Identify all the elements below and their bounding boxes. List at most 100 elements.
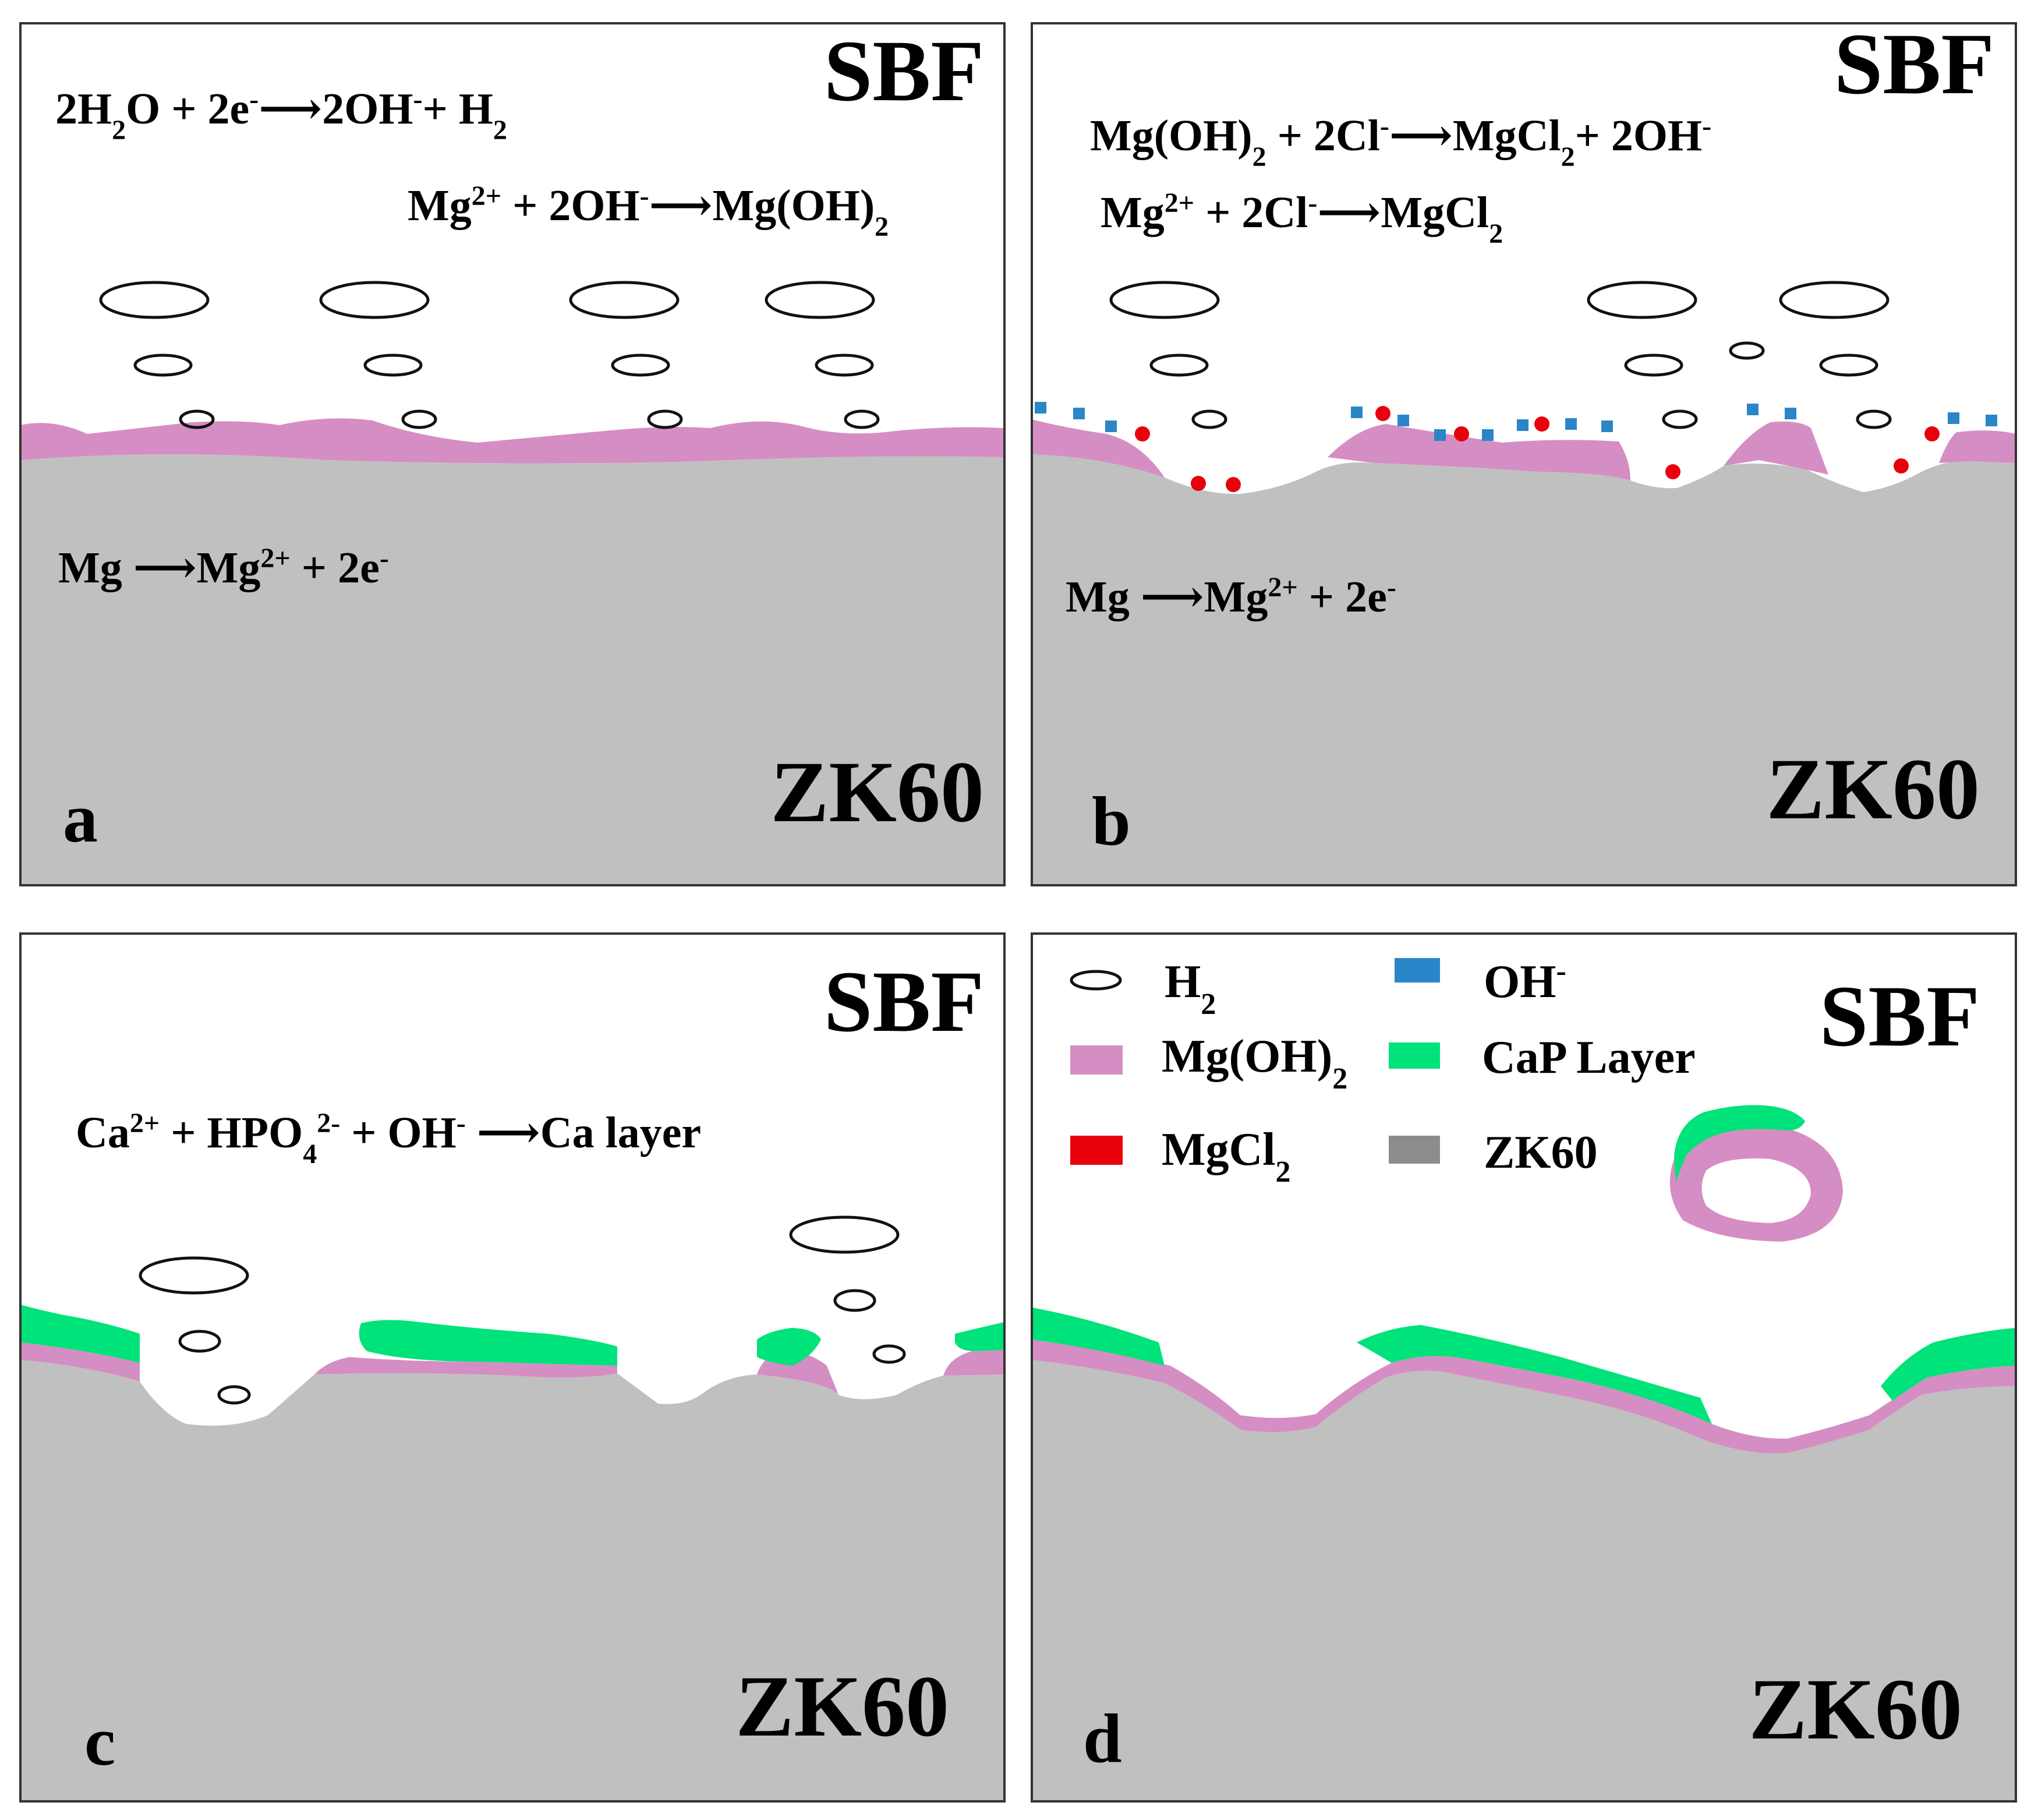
oh-ion (1948, 412, 1959, 424)
panel-c-mgoh2-layer (314, 1357, 617, 1378)
panel-d-cap-layer (1357, 1325, 1712, 1424)
panel-a-anodic-equation: Mg ⟶Mg2+ + 2e- (58, 543, 389, 593)
legend-mgoh2-label: Mg(OH)2 (1162, 1031, 1347, 1095)
panel-c-cap-layer (757, 1328, 821, 1366)
legend-h2-label: H2 (1165, 956, 1216, 1021)
h2-bubble (363, 354, 423, 377)
panel-d-mgoh2-layer (1032, 1340, 2016, 1454)
mgcl2-particle (1924, 426, 1940, 441)
oh-ion (1747, 404, 1759, 415)
oh-ion (1785, 408, 1796, 419)
panel-d-substrate-label: ZK60 (1749, 1661, 1962, 1758)
panel-c-mgoh2-layer (943, 1350, 1004, 1376)
panel-d-cap-layer (1032, 1307, 1165, 1366)
legend: H2 OH- Mg(OH)2 CaP Layer MgCl2 ZK60 (1070, 955, 1696, 1189)
oh-ion (1073, 408, 1085, 419)
panel-b-mgoh2-layer (1939, 430, 2016, 463)
mgcl2-particle (1665, 464, 1680, 479)
oh-ion (1434, 429, 1446, 441)
h2-bubble (1624, 354, 1683, 377)
panel-b-letter: b (1092, 782, 1131, 860)
legend-cap-icon (1389, 1042, 1440, 1069)
h2-bubble (833, 1289, 876, 1312)
h2-bubble (815, 354, 874, 377)
mgcl2-particle (1191, 476, 1206, 491)
mgcl2-particle (1226, 477, 1241, 492)
h2-bubble (217, 1385, 251, 1405)
h2-bubble (1149, 354, 1209, 377)
panel-c-medium-label: SBF (824, 953, 984, 1050)
panel-c-cap-layer (359, 1320, 617, 1366)
h2-bubble (844, 409, 880, 429)
oh-ion (1397, 415, 1409, 426)
panel-c-substrate (20, 1360, 1004, 1801)
oh-ion (1986, 415, 1997, 426)
h2-bubble (1662, 409, 1698, 429)
oh-ion (1351, 407, 1363, 418)
legend-oh-label: OH- (1484, 955, 1566, 1008)
legend-cap-label: CaP Layer (1482, 1032, 1696, 1083)
panel-b-mgoh2-layer (1724, 421, 1828, 475)
panel-b-chloride-equation: Mg(OH)2 + 2Cl-⟶MgCl2+ 2OH- (1090, 111, 1711, 172)
h2-bubble (872, 1344, 906, 1364)
panel-c-frame (19, 932, 1006, 1803)
h2-bubble (1191, 409, 1227, 429)
panel-c-substrate-label: ZK60 (735, 1658, 949, 1755)
h2-bubble (133, 354, 193, 377)
h2-bubble (1856, 409, 1892, 429)
panel-a-medium-label: SBF (824, 23, 984, 119)
legend-zk60-label: ZK60 (1484, 1127, 1598, 1178)
h2-bubble (647, 409, 683, 429)
panel-c-mgoh2-layer (20, 1342, 140, 1381)
panel-d-letter: d (1083, 1699, 1122, 1777)
panel-b-medium-label: SBF (1834, 16, 1994, 112)
panel-b-mgoh2-layer (1032, 419, 1165, 478)
h2-bubble (1729, 341, 1765, 360)
oh-ion (1565, 418, 1577, 430)
panel-c-calcium-equation: Ca2+ + HPO42- + OH- ⟶Ca layer (76, 1108, 701, 1169)
h2-bubble (178, 1330, 221, 1353)
mgcl2-particle (1534, 416, 1549, 432)
panel-b: SBF ZK60 b Mg(OH)2 + 2Cl-⟶MgCl2+ 2OH- Mg… (1031, 16, 2017, 886)
panel-a-substrate (20, 454, 1004, 885)
legend-zk60-icon (1389, 1136, 1440, 1164)
legend-mgcl2-icon (1070, 1136, 1123, 1165)
mgcl2-particle (1375, 406, 1390, 421)
h2-bubble (1779, 281, 1890, 319)
h2-bubble (789, 1215, 900, 1254)
h2-bubble (1819, 354, 1878, 377)
h2-bubble (569, 281, 680, 319)
h2-bubble (611, 354, 670, 377)
oh-ion (1105, 420, 1117, 432)
panel-d-substrate (1032, 1360, 2016, 1801)
mgcl2-particle (1894, 458, 1909, 473)
oh-ion (1517, 419, 1528, 431)
panel-b-substrate (1032, 454, 2016, 885)
h2-bubble (319, 281, 430, 319)
panel-b-anodic-equation: Mg ⟶Mg2+ + 2e- (1066, 572, 1396, 622)
panel-c-cap-layer (20, 1305, 140, 1363)
panel-b-mgcl2-equation: Mg2+ + 2Cl-⟶MgCl2 (1101, 188, 1503, 249)
panel-c: SBF ZK60 c Ca2+ + HPO42- + OH- ⟶Ca layer (19, 932, 1006, 1803)
mgcl2-particle (1454, 426, 1469, 441)
panel-c-cap-layer (955, 1322, 1004, 1351)
panel-b-mgoh2-layer (1328, 424, 1630, 480)
legend-oh-icon (1395, 958, 1440, 983)
oh-ion (1035, 402, 1046, 414)
h2-bubble (139, 1256, 249, 1295)
panel-b-substrate-label: ZK60 (1766, 741, 1980, 837)
legend-mgoh2-icon (1070, 1045, 1123, 1075)
panel-a-cathodic-equation: 2H2O + 2e-⟶2OH-+ H2 (55, 84, 507, 146)
h2-bubble (179, 409, 215, 429)
panel-d-frame (1031, 932, 2017, 1803)
panel-d: SBF ZK60 d H2 OH- Mg(OH)2 CaP Layer MgCl… (1031, 932, 2017, 1803)
legend-h2-icon (1070, 970, 1122, 991)
oh-ion (1601, 420, 1613, 432)
detached-particle-mgoh2 (1669, 1124, 1843, 1242)
panel-a-mgoh2-layer (20, 418, 1004, 464)
panel-d-cap-layer (1881, 1328, 2016, 1401)
detached-particle-cap (1674, 1105, 1805, 1182)
panel-a-frame (19, 22, 1006, 886)
h2-bubble (401, 409, 437, 429)
